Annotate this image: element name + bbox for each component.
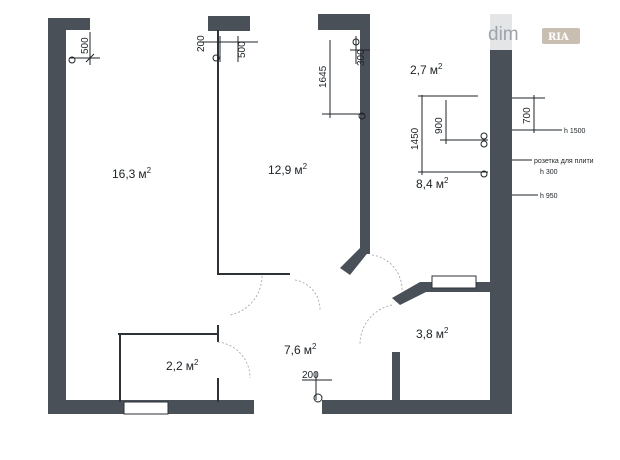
- annotation-h1500: h 1500: [564, 128, 586, 135]
- outlet-icon: [480, 170, 488, 178]
- outlet-icon: [68, 56, 76, 64]
- door-swing-kitchen: [371, 254, 403, 291]
- outlet-icon: [480, 132, 488, 140]
- watermark-logo: dim RIA: [482, 14, 586, 50]
- window-bathroom: [431, 275, 477, 289]
- window-bottom-left: [123, 401, 169, 415]
- door-swing-middle: [229, 275, 263, 316]
- annotation-h950: h 950: [540, 193, 558, 200]
- wall-partition-diagonal: [340, 248, 370, 275]
- outlets: [68, 38, 488, 403]
- door-swing-bath: [359, 304, 393, 346]
- wall-left-outer: [48, 18, 66, 414]
- dim-900-text: 900: [434, 117, 445, 134]
- partitions: [118, 30, 477, 415]
- wall-right-outer: [490, 14, 512, 414]
- dim-500-top-text: 500: [237, 41, 248, 58]
- door-swing-small: [217, 341, 251, 379]
- door-swing-hall: [294, 279, 321, 311]
- wall-top-right-stub: [318, 14, 364, 30]
- wall-middle-kitchen: [360, 14, 370, 254]
- annotations: h 1500 розетка для плити h 300 h 950: [534, 128, 594, 200]
- outlet-icon: [313, 393, 323, 403]
- dim-200-top-text: 200: [196, 35, 207, 52]
- outlet-icon: [212, 54, 220, 62]
- dim-700-text: 700: [522, 107, 533, 124]
- dim-500-left-text: 500: [80, 37, 91, 54]
- watermark-badge: [542, 28, 580, 44]
- dimension-labels: 500 200 500 1645 300 700 900 1450 200: [80, 35, 533, 381]
- wall-bathroom-diagonal: [392, 282, 430, 305]
- watermark-text: dim: [488, 24, 519, 45]
- watermark-badge-text: RIA: [548, 32, 569, 43]
- wall-top-middle-stub: [208, 16, 250, 31]
- dim-tick-500-left: [85, 53, 95, 63]
- wall-top-left: [48, 18, 90, 30]
- dim-300-text: 300: [356, 49, 367, 66]
- dim-1645-text: 1645: [318, 65, 329, 88]
- dim-200-bottom-text: 200: [302, 370, 319, 381]
- dim-1450-text: 1450: [410, 127, 421, 150]
- outlet-icon: [480, 140, 488, 148]
- door-swings: [217, 254, 403, 379]
- annotation-socket-note: розетка для плити: [534, 158, 594, 165]
- walls: [48, 14, 512, 414]
- outlet-icon: [352, 38, 360, 46]
- outlet-icon: [358, 112, 366, 120]
- annotation-h300: h 300: [540, 169, 558, 176]
- wall-bathroom-left: [392, 352, 400, 402]
- wall-bottom-right: [322, 400, 512, 414]
- dimension-lines: [70, 32, 562, 400]
